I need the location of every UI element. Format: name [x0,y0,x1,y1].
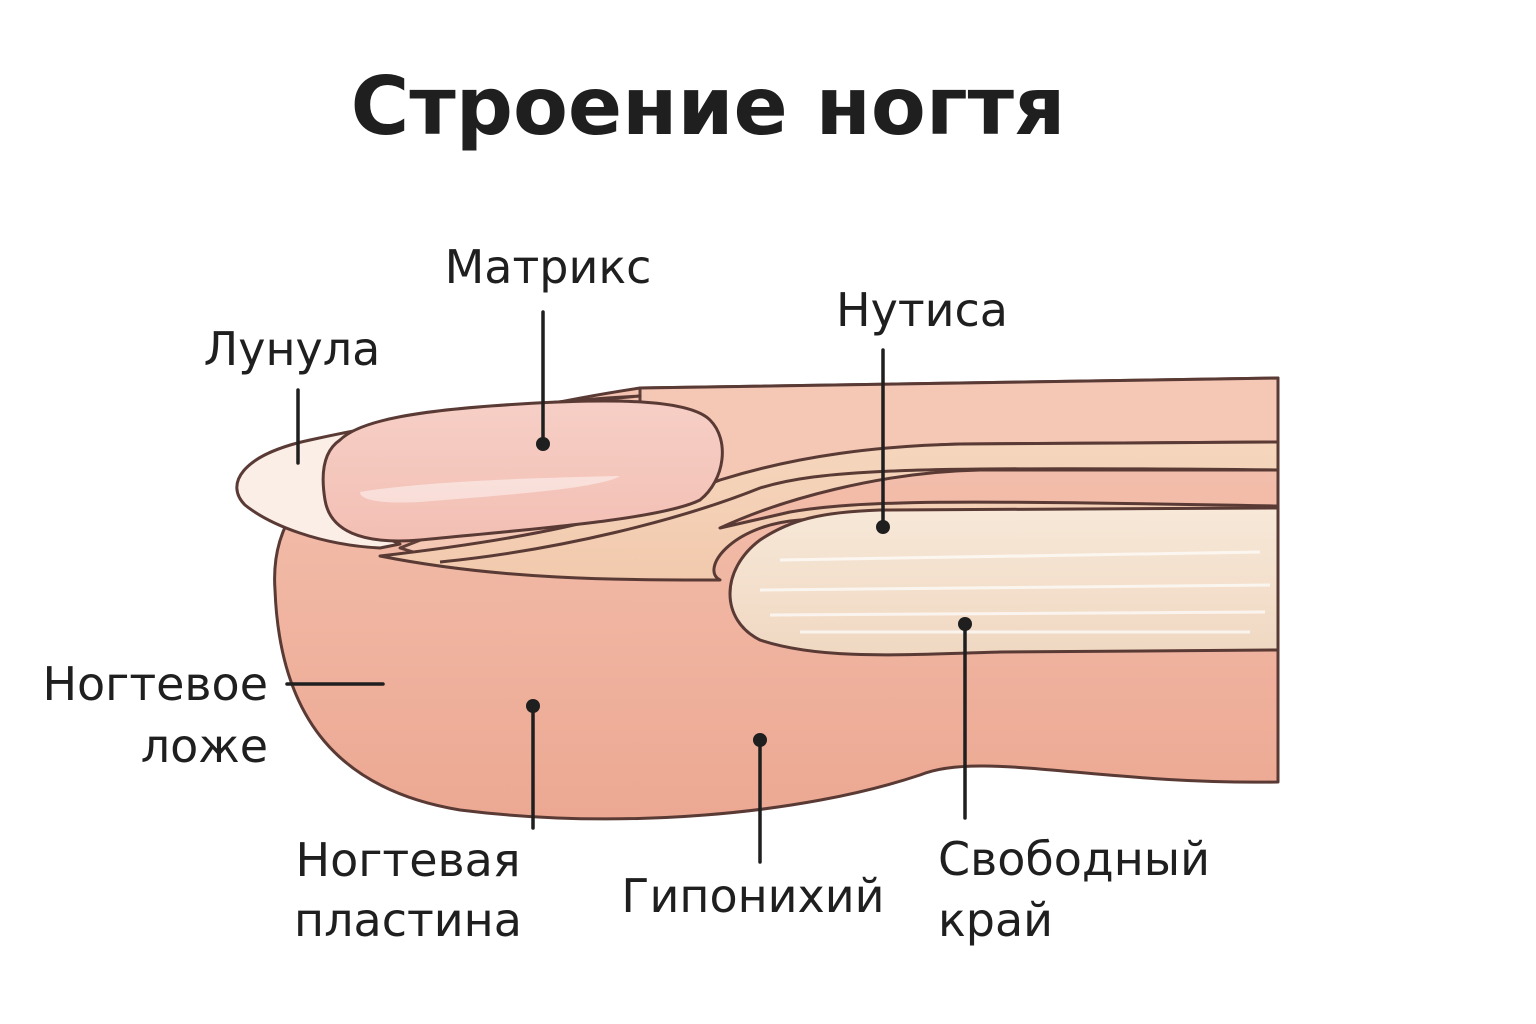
free-edge-streaks [759,550,1271,634]
matrix-highlight [360,476,620,503]
label-hyponychium: Гипонихий [621,869,884,923]
hyponychium-dot [753,733,767,747]
label-matrix: Матрикс [445,240,652,294]
leaders [285,310,972,864]
band-line [439,467,1279,564]
free-edge-shape [728,506,1280,657]
label-cuticle: Нутиса [836,283,1008,337]
cuticle-dot [876,520,890,534]
finger-illustration [235,376,1280,821]
matrix-shape [321,399,724,543]
label-lunula: Лунула [204,322,381,376]
labels: Лунула Матрикс Нутиса Ногтевое ложе Ногт… [42,240,1210,947]
label-free-edge-line1: Свободный [938,832,1210,886]
label-nail-plate-line1: Ногтевая [296,833,521,887]
nail-plate-dot [526,699,540,713]
label-nail-bed-line1: Ногтевое [42,657,268,711]
free-edge-dot [958,617,972,631]
label-free-edge-line2: край [938,893,1053,947]
label-nail-bed-line2: ложе [141,719,268,773]
page-title: Строение ногтя [351,60,1066,153]
matrix-dot [536,437,550,451]
label-nail-plate-line2: пластина [294,893,522,947]
